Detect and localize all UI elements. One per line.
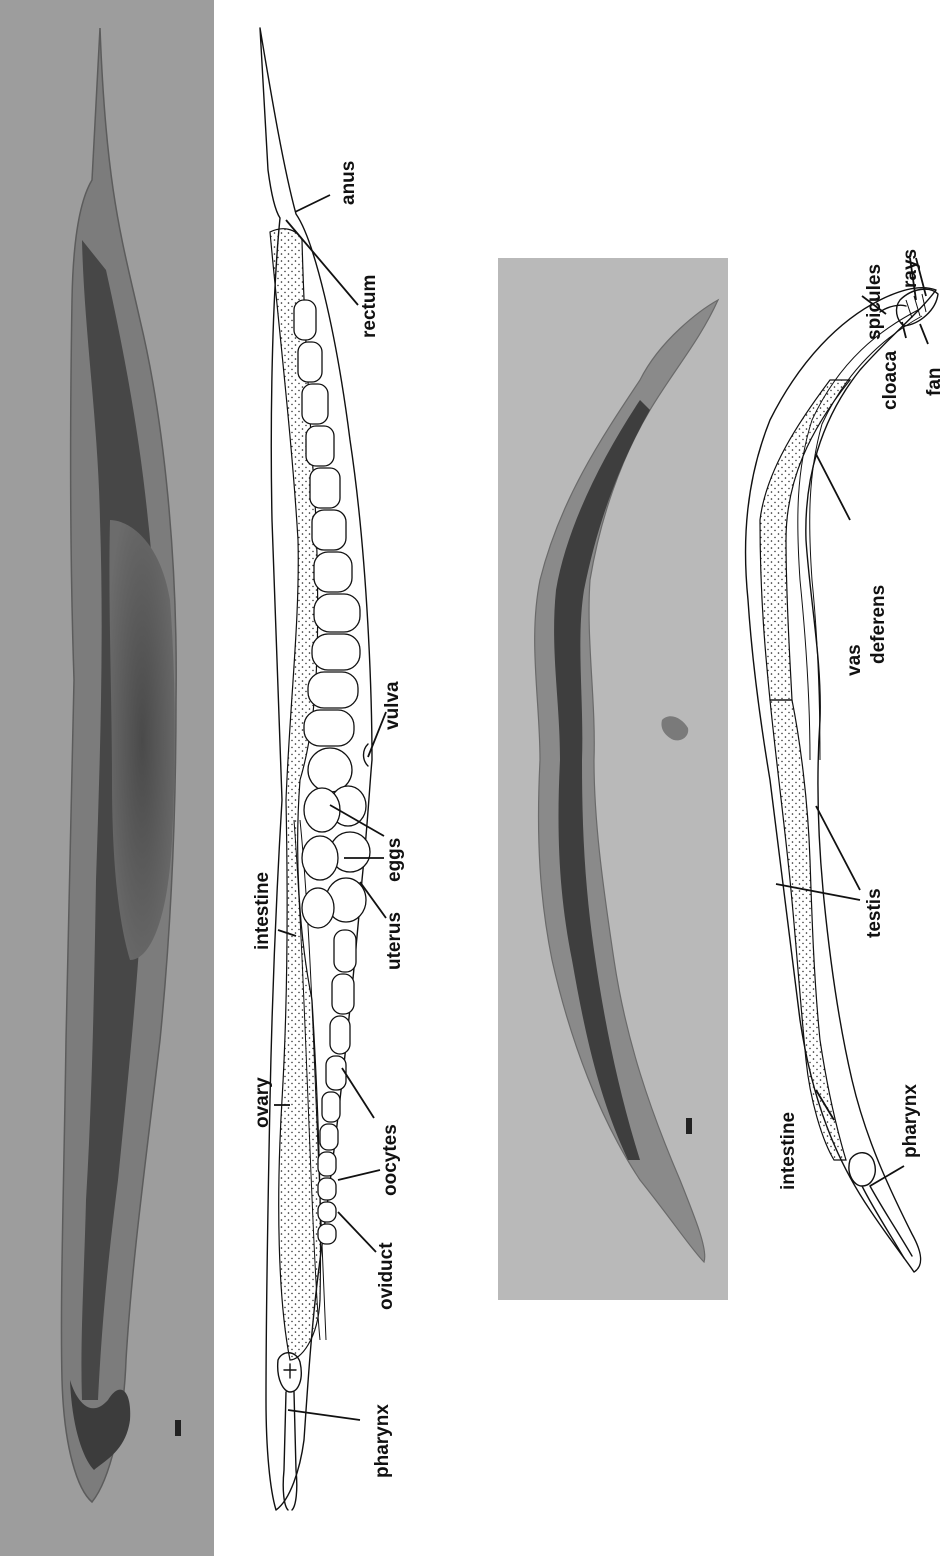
label-pharynx-herm: pharynx — [372, 1404, 393, 1478]
scale-bar-icon — [175, 1420, 181, 1436]
male-pointers — [776, 258, 928, 1186]
label-pharynx-male: pharynx — [900, 1084, 921, 1158]
hermaphrodite-vulva — [364, 744, 369, 766]
scale-bar-icon-male — [686, 1118, 692, 1134]
label-oocytes: oocytes — [380, 1124, 401, 1196]
male-drawing: rays spicules cloaca fan vas deferens te… — [746, 249, 944, 1272]
label-uterus: uterus — [384, 912, 405, 970]
label-intestine-male: intestine — [778, 1112, 799, 1190]
male-micrograph-background — [498, 258, 728, 1300]
label-anus: anus — [338, 161, 359, 205]
label-testis: testis — [864, 888, 885, 938]
male-micrograph — [498, 258, 728, 1300]
male-label-group: rays spicules cloaca fan vas deferens te… — [778, 249, 944, 1190]
label-intestine: intestine — [252, 872, 273, 950]
label-deferens: deferens — [868, 585, 889, 664]
label-spicules: spicules — [864, 264, 885, 340]
label-cloaca: cloaca — [880, 350, 901, 410]
label-rectum: rectum — [359, 275, 380, 338]
hermaphrodite-grinder — [284, 1364, 296, 1378]
label-vas: vas — [844, 644, 865, 676]
hermaphrodite-uterus-photo — [109, 520, 174, 960]
hermaphrodite-drawing: anus rectum vulva eggs uterus intestine … — [252, 28, 405, 1510]
label-ovary: ovary — [252, 1077, 273, 1128]
label-rays: rays — [900, 249, 921, 288]
label-fan: fan — [924, 368, 944, 397]
label-eggs: eggs — [384, 838, 405, 882]
male-vas-deferens-inner — [810, 316, 922, 760]
male-pharynx — [849, 1153, 912, 1258]
male-testis — [770, 700, 846, 1160]
hermaphrodite-micrograph — [0, 0, 214, 1556]
label-vulva: vulva — [382, 681, 403, 730]
label-oviduct: oviduct — [376, 1242, 397, 1310]
male-intestine — [760, 380, 850, 700]
